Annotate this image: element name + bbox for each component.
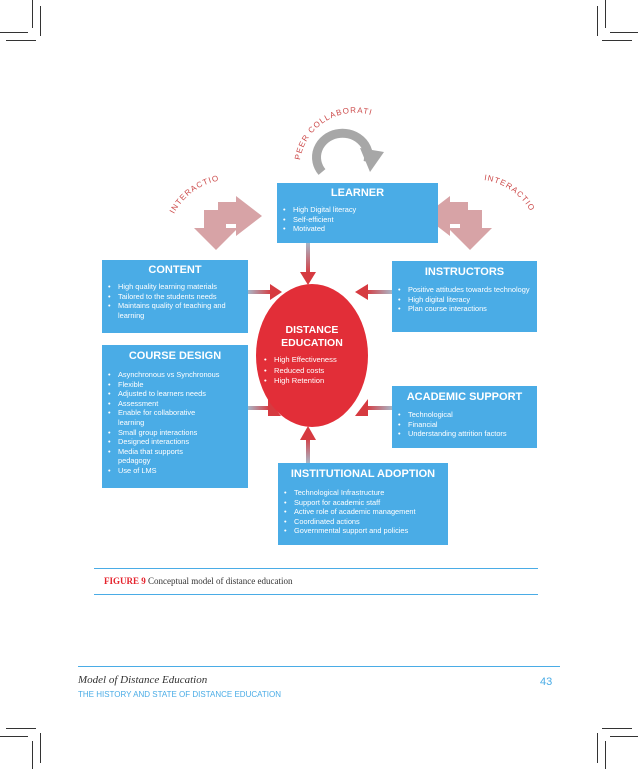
list-item: Use of LMS — [106, 466, 244, 476]
list-item: Assessment — [106, 399, 244, 409]
list-item: Asynchronous vs Synchronous — [106, 370, 244, 380]
list-item: Enable for collaborative learning — [106, 408, 244, 427]
list-item: Small group interactions — [106, 428, 244, 438]
list-item: Active role of academic management — [282, 507, 444, 517]
list-item: High quality learning materials — [106, 282, 244, 292]
page-number: 43 — [540, 676, 553, 688]
list-item: Designed interactions — [106, 437, 244, 447]
institutional-adoption-title: INSTITUTIONAL ADOPTION — [290, 468, 436, 480]
institutional-adoption-list: Technological Infrastructure Support for… — [282, 488, 444, 536]
list-item: Positive attitudes towards technology — [396, 285, 533, 295]
figure-caption-text: Conceptual model of distance education — [148, 576, 293, 586]
arrow-instructors-to-center — [355, 284, 392, 300]
learner-title: LEARNER — [330, 187, 385, 199]
caption-rule-bottom — [94, 594, 538, 595]
institutional-adoption-box: INSTITUTIONAL ADOPTION Technological Inf… — [278, 463, 448, 545]
caption-rule-top — [94, 568, 538, 569]
academic-support-list: Technological Financial Understanding at… — [396, 410, 533, 439]
interaction-arrow-right — [424, 196, 492, 250]
list-item: Technological — [396, 410, 533, 420]
interaction-arrow-left — [194, 196, 262, 250]
arrow-academic-support-to-center — [355, 399, 392, 416]
peer-collaboration-arrow — [312, 128, 384, 175]
center-list: High Effectiveness Reduced costs High Re… — [262, 355, 362, 387]
list-item: Plan course interactions — [396, 304, 533, 314]
distance-education-circle: DISTANCE EDUCATION High Effectiveness Re… — [256, 284, 368, 427]
list-item: Tailored to the students needs — [106, 292, 244, 302]
list-item: High Digital literacy — [281, 205, 434, 215]
footer-rule — [78, 666, 560, 667]
list-item: Governmental support and policies — [282, 526, 444, 536]
list-item: High Retention — [262, 376, 362, 387]
center-title-line2: EDUCATION — [281, 337, 343, 349]
list-item: Financial — [396, 420, 533, 430]
learner-box: LEARNER High Digital literacy Self-effic… — [277, 183, 438, 243]
instructors-title: INSTRUCTORS — [424, 266, 505, 278]
academic-support-box: ACADEMIC SUPPORT Technological Financial… — [392, 386, 537, 448]
list-item: Motivated — [281, 224, 434, 234]
interaction-label-right: INTERACTION — [0, 0, 537, 213]
center-title-line1: DISTANCE — [285, 324, 339, 336]
list-item: High digital literacy — [396, 295, 533, 305]
academic-support-title: ACADEMIC SUPPORT — [406, 391, 523, 403]
interaction-label-left: INTERACTION — [0, 0, 220, 215]
list-item: Adjusted to learners needs — [106, 389, 244, 399]
course-design-box: COURSE DESIGN Asynchronous vs Synchronou… — [102, 345, 248, 488]
peer-collaboration-label: PEER COLLABORATION — [0, 0, 374, 160]
list-item: Technological Infrastructure — [282, 488, 444, 498]
content-title: CONTENT — [148, 264, 202, 276]
arrow-learner-to-center — [300, 243, 316, 285]
list-item: Self-efficient — [281, 215, 434, 225]
figure-label: FIGURE 9 — [104, 576, 146, 586]
arrow-institutional-to-center — [300, 426, 316, 463]
footer-title: Model of Distance Education — [78, 674, 208, 686]
content-list: High quality learning materials Tailored… — [106, 282, 244, 320]
course-design-title: COURSE DESIGN — [128, 350, 222, 362]
list-item: Maintains quality of teaching and learni… — [106, 301, 244, 320]
list-item: High Effectiveness — [262, 355, 362, 366]
arrow-content-to-center — [248, 284, 282, 300]
list-item: Reduced costs — [262, 366, 362, 377]
list-item: Understanding attrition factors — [396, 429, 533, 439]
instructors-box: INSTRUCTORS Positive attitudes towards t… — [392, 261, 537, 332]
list-item: Media that supports pedagogy — [106, 447, 244, 466]
content-box: CONTENT High quality learning materials … — [102, 260, 248, 333]
footer-subtitle: THE HISTORY AND STATE OF DISTANCE EDUCAT… — [78, 690, 281, 699]
instructors-list: Positive attitudes towards technology Hi… — [396, 285, 533, 314]
figure-caption: FIGURE 9 Conceptual model of distance ed… — [104, 576, 292, 586]
list-item: Coordinated actions — [282, 517, 444, 527]
list-item: Support for academic staff — [282, 498, 444, 508]
list-item: Flexible — [106, 380, 244, 390]
course-design-list: Asynchronous vs Synchronous Flexible Adj… — [106, 370, 244, 476]
learner-list: High Digital literacy Self-efficient Mot… — [281, 205, 434, 234]
